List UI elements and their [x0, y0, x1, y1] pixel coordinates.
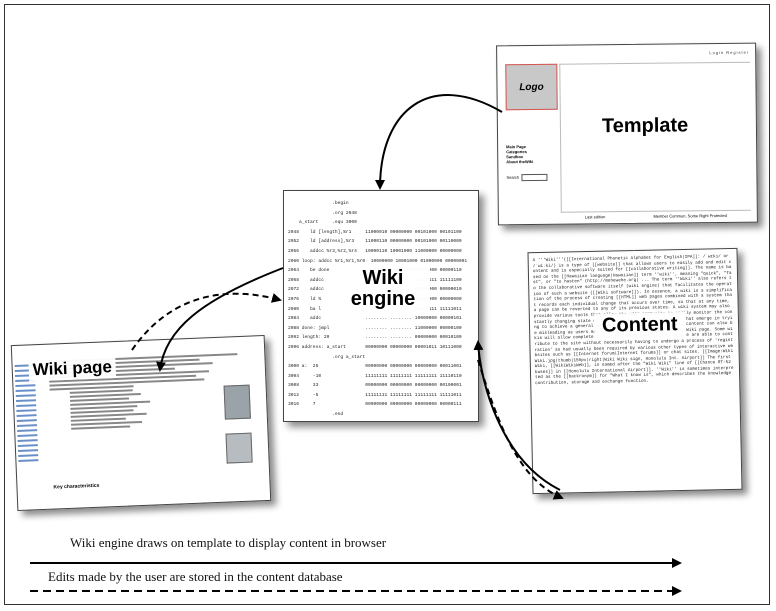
arrow-engine-to-wikipage — [156, 267, 284, 372]
engine-title: Wiki engine — [336, 265, 430, 313]
engine-code-listing: .begin .org 2048 a_start .equ 3000 2048 … — [288, 201, 468, 418]
arrow-wikipage-to-engine — [131, 292, 282, 351]
legend-solid-label: Wiki engine draws on template to display… — [70, 535, 387, 550]
arrow-engine-to-content — [477, 359, 564, 500]
engine-title-line1: Wiki — [362, 267, 404, 289]
engine-title-line2: engine — [350, 288, 416, 310]
arrow-content-to-engine — [473, 340, 561, 491]
arrow-template-to-engine — [375, 94, 503, 190]
wiki-engine-node: .begin .org 2048 a_start .equ 3000 2048 … — [283, 190, 479, 422]
legend-dashed-label: Edits made by the user are stored in the… — [48, 569, 343, 584]
